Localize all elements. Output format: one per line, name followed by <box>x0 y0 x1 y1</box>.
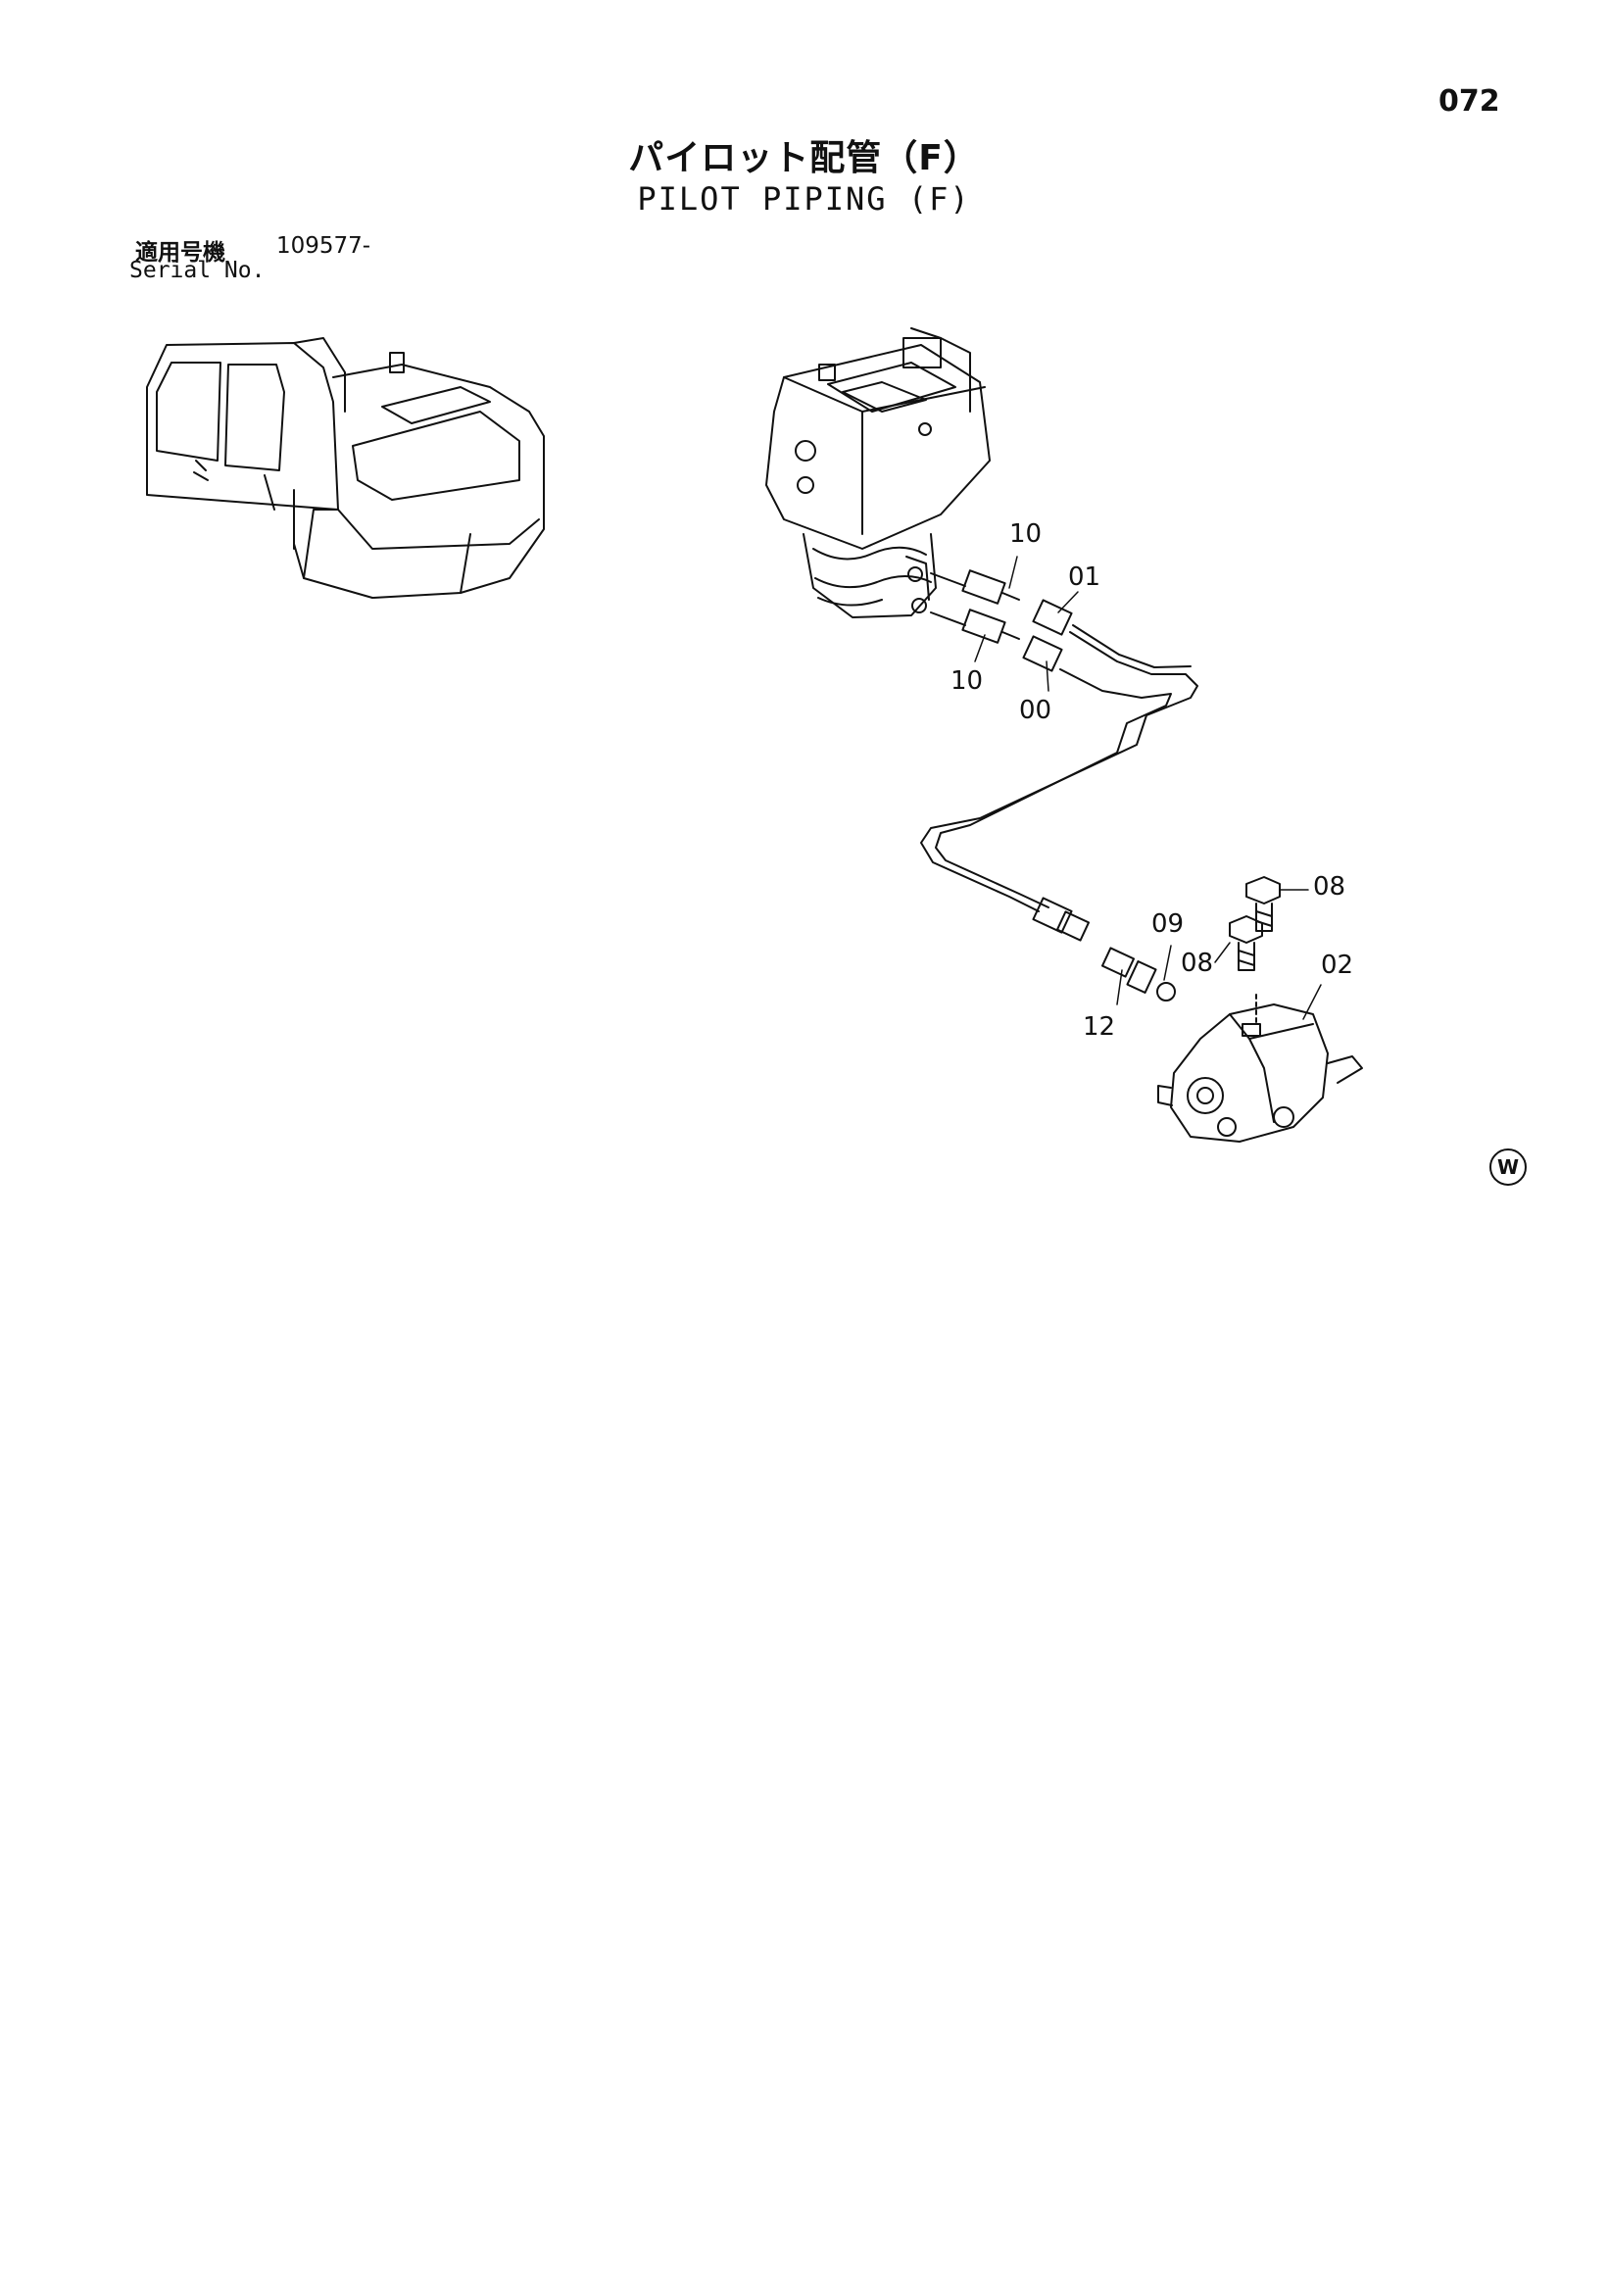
w-mark-icon: W <box>1489 1148 1527 1186</box>
page-number: 072 <box>1438 84 1500 119</box>
callout-00: 00 <box>1019 696 1052 725</box>
leader-lines <box>974 556 1322 1020</box>
fitting-10-upper <box>930 569 1020 605</box>
callout-09: 09 <box>1151 909 1185 939</box>
callout-10-upper: 10 <box>1009 519 1043 549</box>
valve-body-02 <box>1157 1003 1363 1143</box>
callout-10-lower: 10 <box>950 666 984 696</box>
callout-12: 12 <box>1083 1012 1116 1042</box>
callout-08-upper: 08 <box>1313 872 1346 902</box>
bolt-08-lower <box>1229 915 1263 971</box>
excavator-thumbnail <box>146 337 545 599</box>
callout-02: 02 <box>1321 951 1354 980</box>
callout-08-lower: 08 <box>1181 949 1214 978</box>
title-english: PILOT PIPING (F) <box>637 180 971 218</box>
serial-label-english: Serial No. <box>129 258 266 283</box>
pilot-valve-upper <box>765 327 991 618</box>
hose-assembly <box>920 599 1198 942</box>
serial-number-value: 109577- <box>276 233 371 259</box>
bolt-08-upper <box>1245 876 1281 932</box>
fitting-12 <box>1100 947 1176 1001</box>
callout-01: 01 <box>1068 562 1101 592</box>
fitting-10-lower <box>930 609 1020 644</box>
title-japanese: パイロット配管（F） <box>628 138 980 178</box>
serial-label-japanese: 適用号機 <box>135 240 225 266</box>
